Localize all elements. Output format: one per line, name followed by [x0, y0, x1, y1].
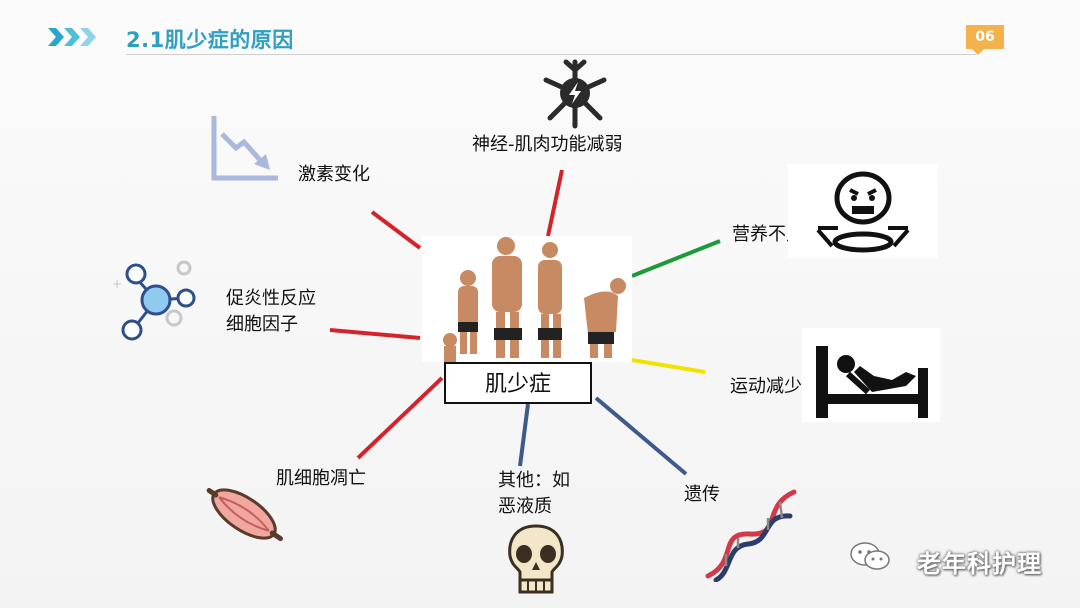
skull-icon [508, 524, 564, 594]
line-hormone [370, 210, 422, 250]
line-apoptosis [356, 376, 444, 460]
center-label: 肌少症 [444, 362, 592, 404]
line-genetic [594, 396, 688, 476]
line-inflammation [329, 328, 421, 340]
page-title: 2.1肌少症的原因 [126, 28, 294, 52]
header-divider [126, 54, 976, 55]
dna-icon [705, 489, 797, 582]
watermark-text: 老年科护理 [917, 550, 1042, 578]
label-hormone: 激素变化 [298, 164, 370, 185]
label-genetic: 遗传 [684, 484, 720, 505]
aging-bodies-image [422, 236, 632, 362]
label-other-line2: 恶液质 [498, 496, 552, 517]
label-exercise: 运动减少 [730, 376, 802, 397]
chevron-arrows-icon [48, 28, 96, 46]
label-apoptosis: 肌细胞凋亡 [276, 468, 366, 489]
declining-chart-icon [211, 116, 278, 181]
line-exercise [631, 358, 706, 374]
label-inflammation-line2: 细胞因子 [226, 314, 298, 335]
label-inflammation-line1: 促炎性反应 [226, 288, 316, 309]
muscle-fiber-icon [206, 488, 283, 542]
line-nutrition [631, 239, 721, 278]
label-neuro-muscle: 神经-肌肉功能减弱 [472, 134, 623, 155]
label-nutrition: 营养不足 [732, 224, 804, 245]
label-other-line1: 其他：如 [498, 470, 570, 491]
wechat-logo-icon [850, 542, 890, 570]
line-other [518, 403, 530, 467]
page-number-badge: 06 [966, 25, 1004, 55]
hungry-face-image [788, 164, 938, 258]
neuron-icon [543, 59, 607, 129]
molecule-icon: + [112, 260, 196, 341]
svg-text:+: + [112, 277, 122, 291]
line-neuro [546, 169, 564, 237]
lying-in-bed-image [802, 328, 940, 422]
